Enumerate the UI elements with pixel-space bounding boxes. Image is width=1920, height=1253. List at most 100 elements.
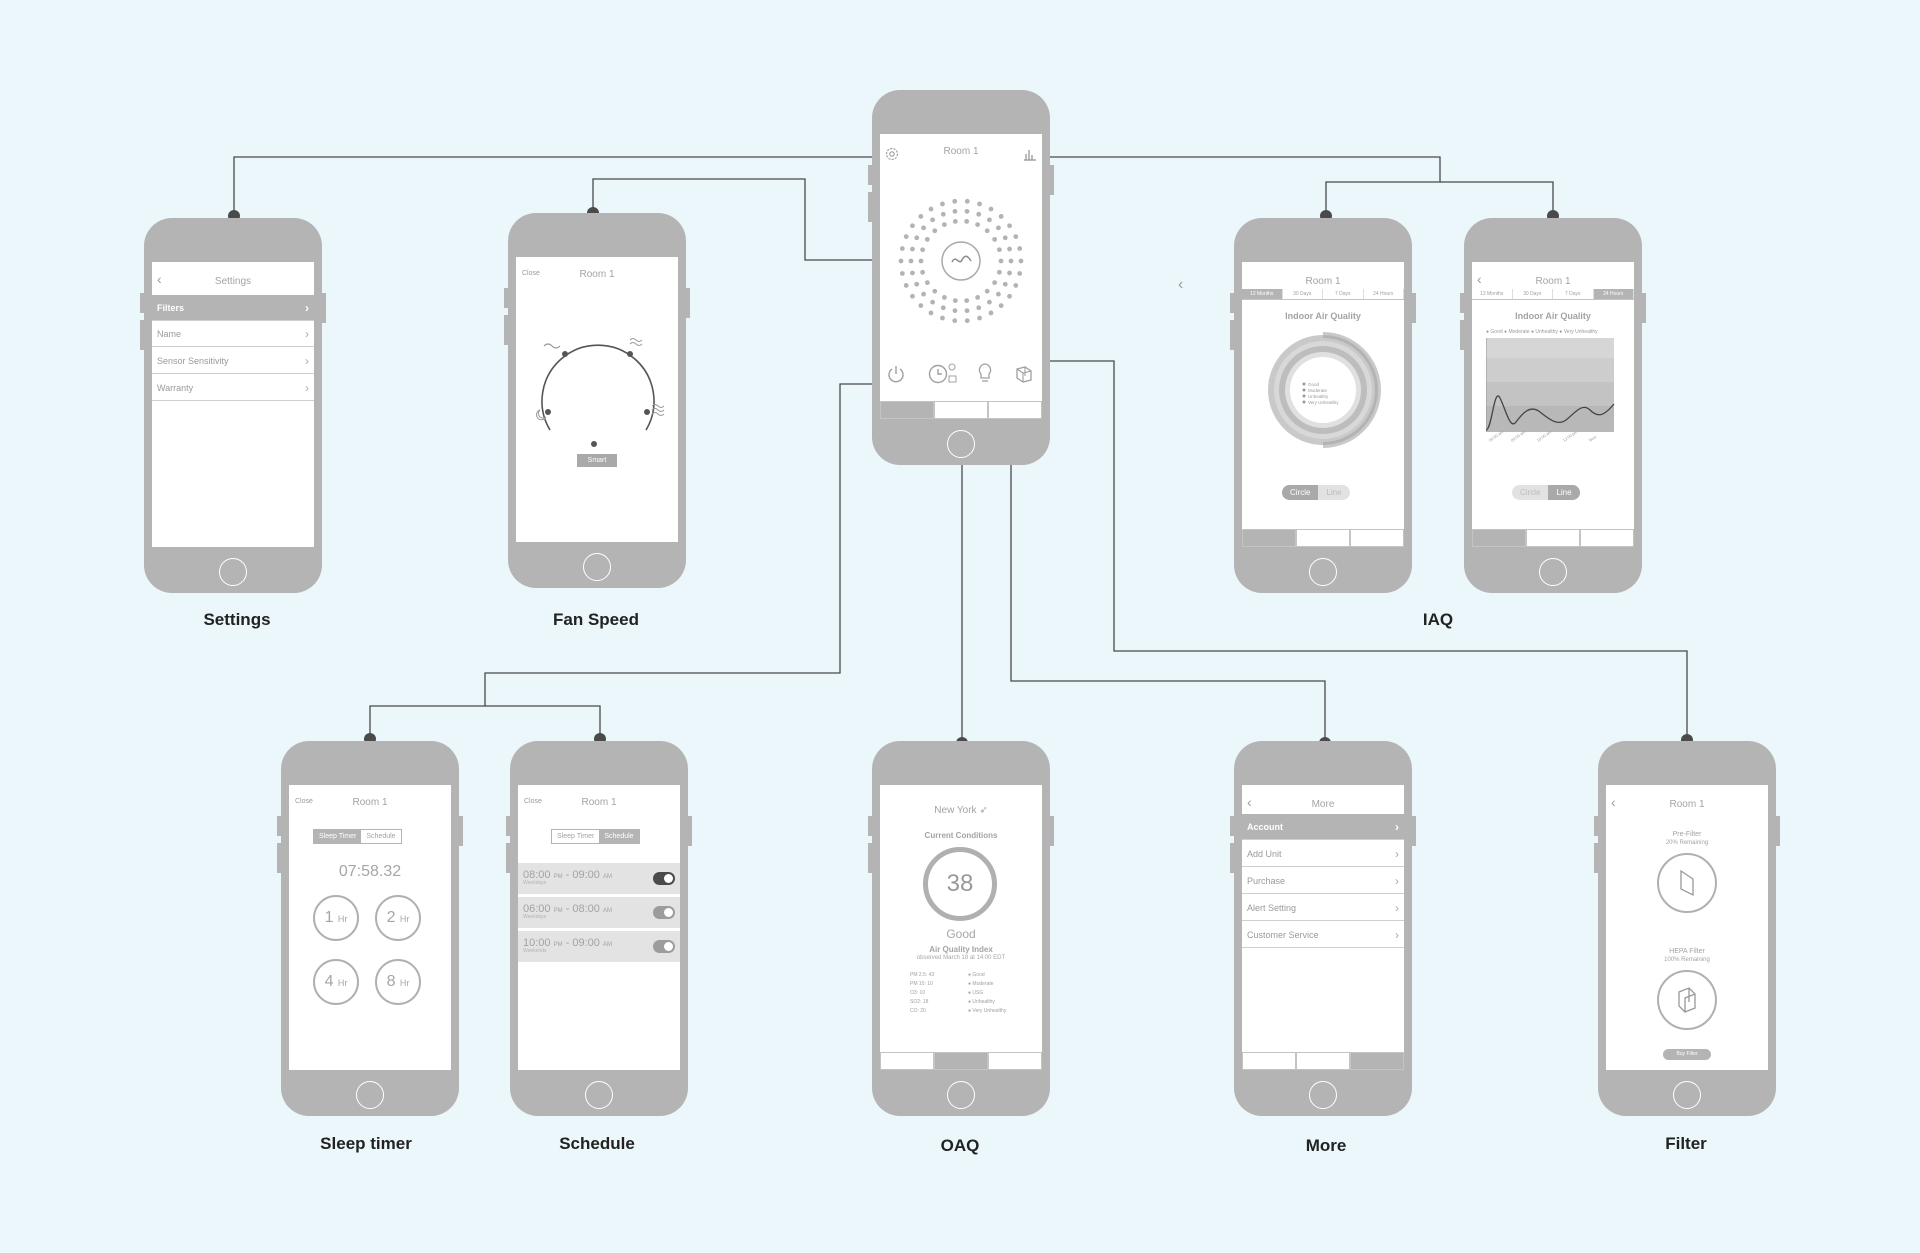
schedule-row[interactable]: 10:00 PM - 09:00 AM Weekends [518, 931, 680, 963]
caption-schedule: Schedule [559, 1134, 635, 1153]
home-button[interactable] [947, 1081, 975, 1109]
segment-schedule[interactable]: Schedule [599, 830, 639, 843]
bulb-icon[interactable] [977, 362, 993, 384]
fan-level-dot [1008, 258, 1014, 264]
chevron-right-icon: › [1395, 820, 1399, 834]
fan-level-dot [952, 318, 958, 324]
toggle-circle[interactable]: Circle [1520, 488, 1541, 497]
schedule-segment-control[interactable]: Sleep Timer Schedule [551, 829, 640, 844]
tab-24-hours[interactable]: 24 Hours [1593, 289, 1634, 299]
toggle-line[interactable]: Line [1326, 488, 1342, 497]
fan-level-dot [976, 305, 982, 311]
fan-level-dot [952, 208, 958, 214]
sleep-option-8hr[interactable]: 8 Hr [375, 959, 421, 1005]
aqi-index-title: Air Quality Index [929, 945, 993, 954]
fan-level-dot [1017, 246, 1023, 251]
fan-level-dot [964, 208, 970, 214]
oaq-city: New York ➶ [934, 805, 988, 816]
more-item-purchase[interactable]: Purchase› [1242, 868, 1404, 894]
smart-mode-label[interactable]: Smart [577, 454, 617, 467]
schedule-row[interactable]: 08:00 PM - 09:00 AM Weekdays [518, 863, 680, 895]
home-button[interactable] [947, 430, 975, 458]
home-button[interactable] [583, 553, 611, 581]
close-link[interactable]: Close [522, 270, 540, 277]
sleep-segment-control[interactable]: Sleep Timer Schedule [313, 829, 402, 844]
segment-schedule[interactable]: Schedule [366, 833, 396, 840]
tab-7-days[interactable]: 7 Days [1323, 289, 1364, 299]
svg-text:Now: Now [1588, 434, 1598, 443]
sleep-option-4hr[interactable]: 4 Hr [313, 959, 359, 1005]
svg-text:Moderate: Moderate [1308, 388, 1328, 393]
tab-12-months[interactable]: 12 Months [1472, 289, 1513, 299]
back-icon[interactable]: ‹ [1477, 271, 1482, 287]
more-item-customer-service[interactable]: Customer Service› [1242, 922, 1404, 948]
more-item-account[interactable]: Account› [1242, 814, 1404, 840]
schedule-row[interactable]: 06:00 PM - 08:00 AM Weekdays [518, 897, 680, 929]
settings-item-sensor[interactable]: Sensor Sensitivity› [152, 348, 314, 374]
sleep-option-2hr[interactable]: 2 Hr [375, 895, 421, 941]
iaq-line-time-tabs[interactable]: 12 Months 30 Days 7 Days 24 Hours [1472, 289, 1634, 300]
chevron-right-icon: › [305, 301, 309, 315]
low-wind-icon [543, 343, 561, 349]
segment-sleep-timer[interactable]: Sleep Timer [314, 830, 362, 843]
back-icon[interactable]: ‹ [1247, 794, 1252, 810]
fan-speed-dial[interactable] [526, 322, 671, 452]
filter-icon[interactable] [1014, 364, 1034, 384]
fan-level-dot [952, 298, 958, 303]
toggle-circle[interactable]: Circle [1282, 485, 1319, 500]
settings-item-warranty[interactable]: Warranty› [152, 375, 314, 401]
tab-24-hours[interactable]: 24 Hours [1364, 289, 1404, 299]
gear-icon[interactable] [884, 146, 900, 162]
home-button[interactable] [219, 558, 247, 586]
fan-level-dot [914, 281, 920, 287]
sleep-timer-screen: Close Room 1 Sleep Timer Schedule 07:58.… [289, 785, 451, 1070]
iaq-view-toggle[interactable]: Circle Line [1282, 485, 1350, 500]
fan-dial[interactable] [896, 196, 1026, 326]
buy-filter-button[interactable]: Buy Filter [1663, 1049, 1711, 1060]
fan-level-dot [932, 288, 938, 294]
schedule-toggle[interactable] [653, 940, 675, 953]
home-button[interactable] [1309, 1081, 1337, 1109]
svg-text:Good: Good [1308, 382, 1320, 387]
home-button[interactable] [1673, 1081, 1701, 1109]
fan-level-dot [903, 283, 909, 288]
schedule-toggle[interactable] [653, 872, 675, 885]
back-icon[interactable]: ‹ [1611, 794, 1616, 810]
close-link[interactable]: Close [295, 798, 313, 805]
home-button[interactable] [356, 1081, 384, 1109]
settings-item-filters[interactable]: Filters› [152, 295, 314, 321]
power-icon[interactable] [886, 364, 906, 384]
tab-7-days[interactable]: 7 Days [1553, 289, 1594, 299]
back-icon[interactable]: ‹ [157, 271, 162, 287]
fan-level-dot [898, 258, 904, 264]
svg-text:Unhealthy: Unhealthy [1308, 394, 1329, 399]
hepa-filter-remaining: 100% Remaining [1664, 957, 1710, 963]
tab-30-days[interactable]: 30 Days [1513, 289, 1553, 299]
chart-icon[interactable] [1022, 146, 1038, 162]
home-button[interactable] [585, 1081, 613, 1109]
fan-level-dot [928, 206, 934, 212]
toggle-line[interactable]: Line [1548, 485, 1580, 500]
schedule-toggle[interactable] [653, 906, 675, 919]
phone-fan-speed: Close Room 1 Smart [504, 213, 690, 588]
tab-12-months[interactable]: 12 Months [1242, 289, 1283, 299]
settings-item-name[interactable]: Name› [152, 321, 314, 347]
more-item-alert-setting[interactable]: Alert Setting› [1242, 895, 1404, 921]
hepa-filter-gauge [1657, 970, 1717, 1030]
fan-level-dot [996, 269, 1002, 275]
fan-level-dot [899, 246, 905, 251]
hepa-filter-label: HEPA Filter [1669, 948, 1705, 955]
tab-30-days[interactable]: 30 Days [1283, 289, 1323, 299]
fan-level-dot [910, 270, 915, 276]
segment-sleep-timer[interactable]: Sleep Timer [557, 833, 595, 840]
iaq-time-tabs[interactable]: 12 Months 30 Days 7 Days 24 Hours [1242, 289, 1404, 300]
home-button[interactable] [1309, 558, 1337, 586]
fan-level-dot [941, 222, 947, 228]
clock-icon[interactable] [928, 362, 958, 386]
iaq-line-view-toggle[interactable]: Circle Line [1512, 485, 1580, 500]
close-link[interactable]: Close [524, 798, 542, 805]
more-item-add-unit[interactable]: Add Unit› [1242, 841, 1404, 867]
home-button[interactable] [1539, 558, 1567, 586]
fan-level-dot [941, 294, 947, 300]
sleep-option-1hr[interactable]: 1 Hr [313, 895, 359, 941]
